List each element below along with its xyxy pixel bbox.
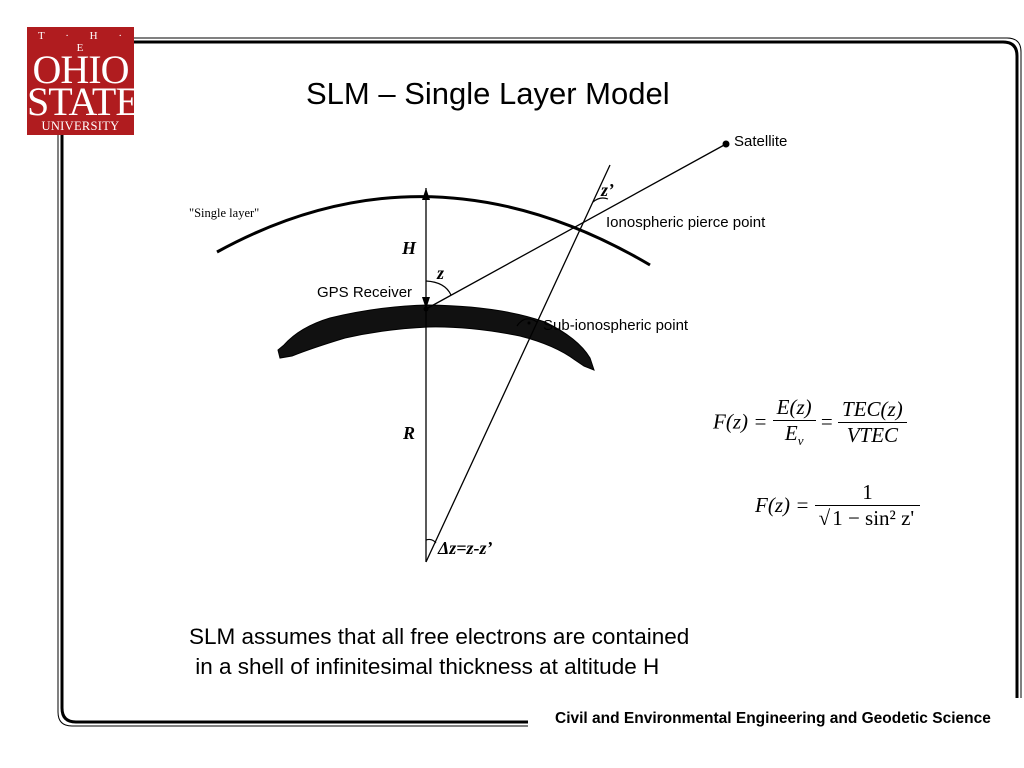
signal-ray [425, 143, 727, 310]
logo-line-university: UNIVERSITY [41, 119, 120, 133]
arrow-head-receiver [422, 297, 430, 309]
eq1-equals: = [820, 409, 833, 434]
eq2-numerator: 1 [814, 480, 921, 506]
eq2-denominator: √1 − sin² z' [815, 505, 921, 531]
sub-iono-marker-dot [527, 321, 531, 325]
satellite-label: Satellite [734, 133, 788, 150]
angle-z-arc [425, 280, 452, 296]
logo-line-state: STATE [27, 79, 140, 124]
sub-iono-marker-arc [516, 318, 538, 327]
satellite-point [722, 140, 730, 148]
delta-z-label: Δz=z-z’ [438, 538, 493, 558]
ionospheric-pierce-point-label: Ionospheric pierce point [606, 214, 766, 231]
zenith-angle-z-label: z [437, 263, 445, 283]
ohio-state-logo: T · H · E OHIO STATE UNIVERSITY [27, 27, 140, 135]
eq1-frac2-numerator: TEC(z) [838, 397, 907, 423]
earth-radius-r-label: R [403, 423, 416, 443]
single-layer-arc [216, 195, 651, 267]
sub-ionospheric-point-label: Sub-ionospheric point [543, 317, 689, 334]
angle-z-prime-arc [592, 197, 609, 203]
arrow-head-top [422, 188, 430, 200]
eq1-frac1-denominator: Ev [773, 421, 816, 449]
altitude-h-label: H [402, 238, 417, 258]
eq1-frac1-den-main: E [784, 421, 798, 445]
eq1-frac1-den-sub: v [797, 433, 804, 449]
eq1-fraction-1: E(z) Ev [772, 395, 816, 449]
eq1-fraction-2: TEC(z) VTEC [838, 397, 907, 448]
center-to-ipp-line [425, 164, 611, 563]
mapping-function-equation: F(z) = E(z) Ev = TEC(z) VTEC [713, 395, 907, 449]
eq2-radicand: 1 − sin² z' [830, 505, 917, 530]
eq2-fraction: 1 √1 − sin² z' [814, 480, 921, 531]
slide-title: SLM – Single Layer Model [306, 76, 670, 111]
eq1-frac1-numerator: E(z) [772, 395, 816, 421]
caption-line-1: SLM assumes that all free electrons are … [189, 624, 690, 649]
eq2-lhs: F(z) = [755, 493, 810, 517]
single-layer-label: "Single layer" [189, 206, 260, 220]
caption: SLM assumes that all free electrons are … [189, 622, 689, 682]
sqrt-icon: √ [818, 506, 831, 530]
gps-receiver-label: GPS Receiver [317, 284, 413, 301]
logo-line-the: T · H · E [37, 30, 132, 54]
footer-department: Civil and Environmental Engineering and … [555, 710, 991, 727]
eq1-frac2-denominator: VTEC [846, 422, 899, 447]
delta-z-arc [425, 538, 437, 544]
earth-surface-band [277, 304, 595, 371]
eq1-lhs: F(z) = [713, 409, 768, 434]
logo-line-ohio: OHIO [32, 47, 130, 92]
mapping-function-sin-equation: F(z) = 1 √1 − sin² z' [755, 480, 921, 531]
zenith-angle-z-prime-label: z’ [601, 180, 614, 200]
caption-line-2: in a shell of infinitesimal thickness at… [189, 654, 660, 679]
